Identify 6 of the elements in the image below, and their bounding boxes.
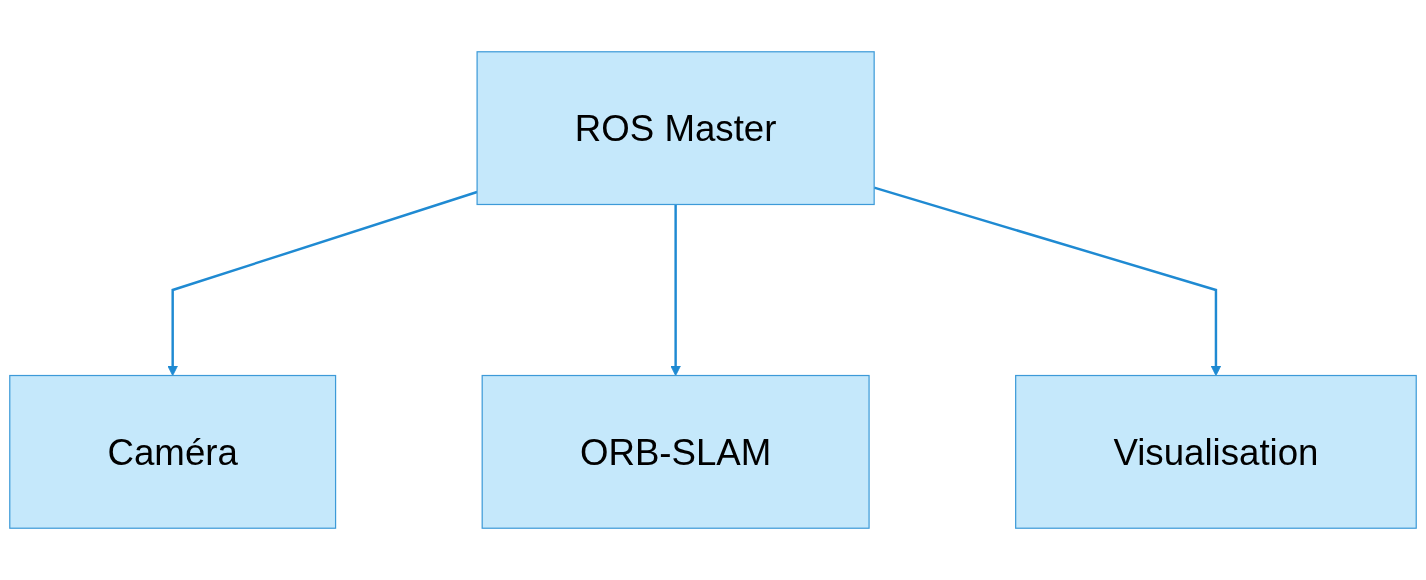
node-box: Visualisation [1015, 374, 1417, 529]
arrow [670, 204, 681, 376]
node-box: ORB-SLAM [481, 374, 870, 529]
node-box: Caméra [9, 374, 337, 529]
arrow [167, 190, 478, 376]
node-box: ROS Master [476, 51, 875, 206]
